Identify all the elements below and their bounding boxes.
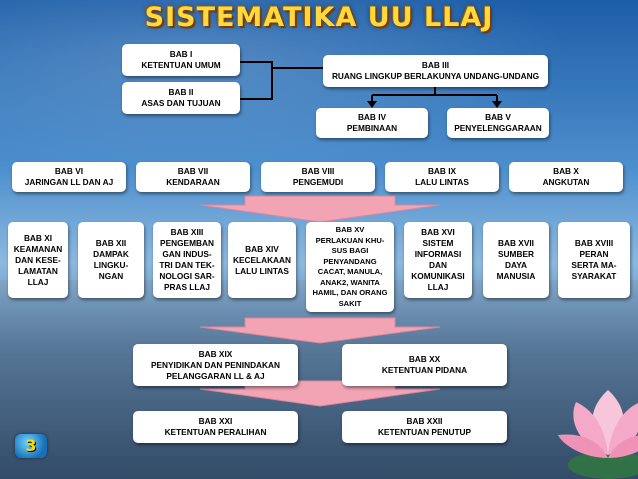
- box-bab-19: BAB XIX PENYIDIKAN DAN PENINDAKAN PELANG…: [133, 344, 298, 386]
- box-bab-9: BAB IX LALU LINTAS: [385, 162, 499, 192]
- box-bab-1: BAB I KETENTUAN UMUM: [122, 44, 240, 76]
- arrowhead-bab4: [367, 101, 377, 108]
- box-bab-2: BAB II ASAS DAN TUJUAN: [122, 82, 240, 114]
- box-bab-10: BAB X ANGKUTAN: [509, 162, 623, 192]
- box-bab-8: BAB VIII PENGEMUDI: [261, 162, 375, 192]
- flow-arrow-2-shape: [199, 317, 441, 344]
- street-background: [0, 280, 638, 479]
- box-bab-22: BAB XXII KETENTUAN PENUTUP: [342, 411, 507, 443]
- box-bab-11: BAB XI KEAMANAN DAN KESE- LAMATAN LLAJ: [8, 222, 68, 298]
- box-bab-20: BAB XX KETENTUAN PIDANA: [342, 344, 507, 386]
- flow-arrow-1-shape: [199, 195, 441, 223]
- box-bab-16: BAB XVI SISTEM INFORMASI DAN KOMUNIKASI …: [404, 222, 472, 298]
- box-bab-4: BAB IV PEMBINAAN: [316, 108, 428, 138]
- box-bab-6: BAB VI JARINGAN LL DAN AJ: [12, 162, 126, 192]
- box-bab-17: BAB XVII SUMBER DAYA MANUSIA: [483, 222, 549, 298]
- sky-background: [0, 0, 638, 190]
- connector-bab1-bab3: [240, 61, 273, 100]
- box-bab-13: BAB XIII PENGEMBAN GAN INDUS- TRI DAN TE…: [153, 222, 221, 298]
- lotus-flower-decoration: [558, 390, 638, 479]
- box-bab-15: BAB XV PERLAKUAN KHU- SUS BAGI PENYANDAN…: [306, 222, 394, 312]
- arrowhead-bab5: [492, 101, 502, 108]
- page-number-badge: 3: [15, 434, 47, 458]
- box-bab-5: BAB V PENYELENGGARAAN: [447, 108, 549, 138]
- box-bab-7: BAB VII KENDARAAN: [136, 162, 250, 192]
- box-bab-3: BAB III RUANG LINGKUP BERLAKUNYA UNDANG-…: [323, 55, 548, 87]
- box-bab-14: BAB XIV KECELAKAAN LALU LINTAS: [228, 222, 296, 298]
- slide-title: SISTEMATIKA UU LLAJ: [144, 2, 494, 33]
- box-bab-21: BAB XXI KETENTUAN PERALIHAN: [133, 411, 298, 443]
- box-bab-12: BAB XII DAMPAK LINGKU- NGAN: [78, 222, 144, 298]
- box-bab-18: BAB XVIII PERAN SERTA MA- SYARAKAT: [558, 222, 630, 298]
